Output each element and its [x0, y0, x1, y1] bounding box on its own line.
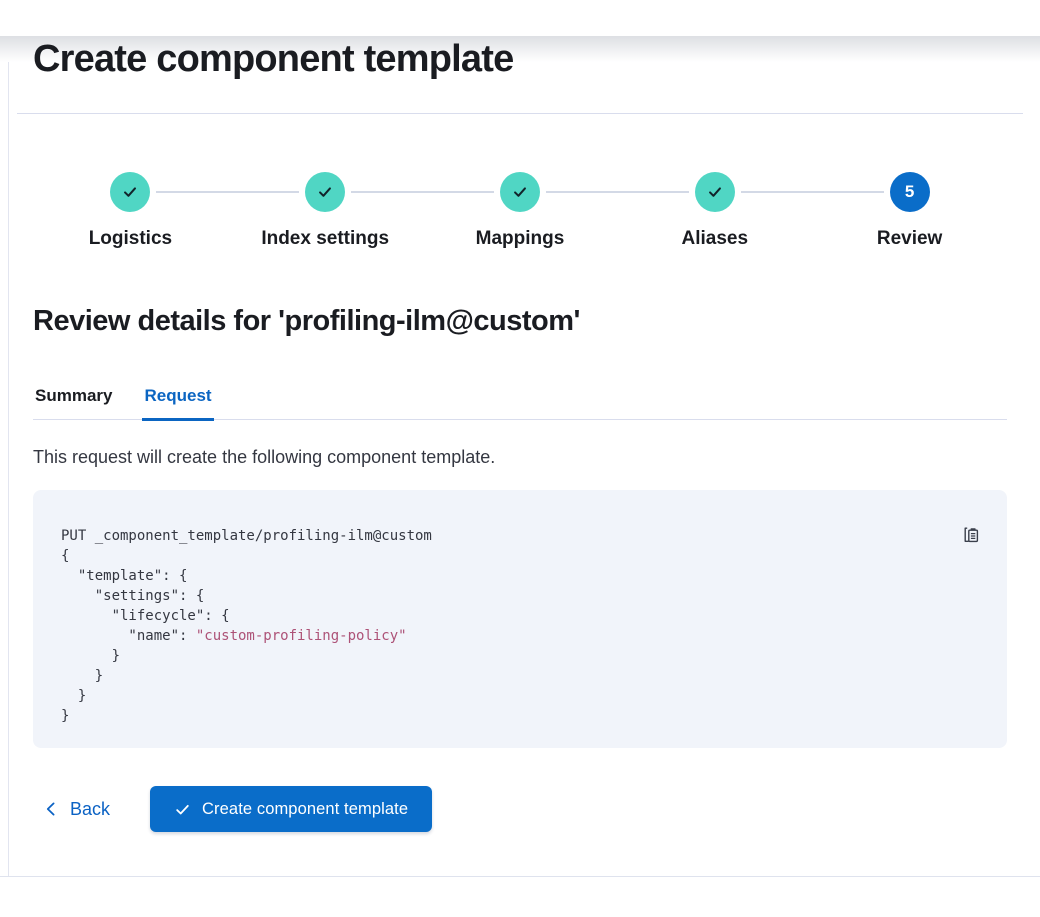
- code-line: }: [61, 708, 70, 724]
- create-component-template-button[interactable]: Create component template: [150, 786, 433, 832]
- clipboard-icon: [964, 527, 979, 543]
- request-code: PUT _component_template/profiling-ilm@cu…: [61, 526, 979, 726]
- step-label: Aliases: [681, 228, 749, 249]
- step-label: Review: [876, 228, 943, 249]
- bottom-divider: [0, 876, 1040, 877]
- page-title: Create component template: [33, 38, 514, 80]
- request-description: This request will create the following c…: [33, 447, 496, 467]
- create-component-template-page: Create component template Logistics Index…: [0, 36, 1040, 832]
- step-number: 5: [889, 172, 930, 212]
- code-line: "name": "custom-profiling-policy": [61, 628, 407, 644]
- step-aliases[interactable]: Aliases: [546, 172, 812, 251]
- code-line: }: [61, 648, 121, 664]
- chevron-left-icon: [43, 801, 59, 817]
- back-button[interactable]: Back: [43, 798, 110, 820]
- review-tabs: Summary Request: [33, 385, 1007, 421]
- review-heading: Review details for 'profiling-ilm@custom…: [33, 305, 580, 337]
- step-label: Index settings: [261, 228, 390, 249]
- title-divider: [17, 113, 1023, 114]
- request-code-panel: PUT _component_template/profiling-ilm@cu…: [33, 490, 1007, 748]
- step-index-settings[interactable]: Index settings: [156, 172, 423, 251]
- check-icon: [174, 801, 191, 818]
- step-mappings[interactable]: Mappings: [351, 172, 618, 251]
- code-line: {: [61, 548, 70, 564]
- step-logistics[interactable]: Logistics: [33, 172, 228, 251]
- create-button-label: Create component template: [202, 799, 409, 818]
- code-line: "template": {: [61, 568, 188, 584]
- back-button-label: Back: [70, 799, 111, 819]
- check-icon: [499, 172, 540, 212]
- check-icon: [694, 172, 735, 212]
- step-label: Logistics: [88, 228, 173, 249]
- check-icon: [110, 172, 151, 212]
- copy-to-clipboard-button[interactable]: [961, 524, 981, 544]
- step-label: Mappings: [475, 228, 565, 249]
- footer-actions: Back Create component template: [33, 786, 1007, 832]
- tab-summary[interactable]: Summary: [33, 385, 114, 421]
- code-line: "lifecycle": {: [61, 608, 230, 624]
- code-line: }: [61, 688, 87, 704]
- code-line: }: [61, 668, 104, 684]
- code-line: "settings": {: [61, 588, 205, 604]
- check-icon: [305, 172, 346, 212]
- tab-request[interactable]: Request: [142, 385, 214, 421]
- code-line: PUT _component_template/profiling-ilm@cu…: [61, 528, 432, 544]
